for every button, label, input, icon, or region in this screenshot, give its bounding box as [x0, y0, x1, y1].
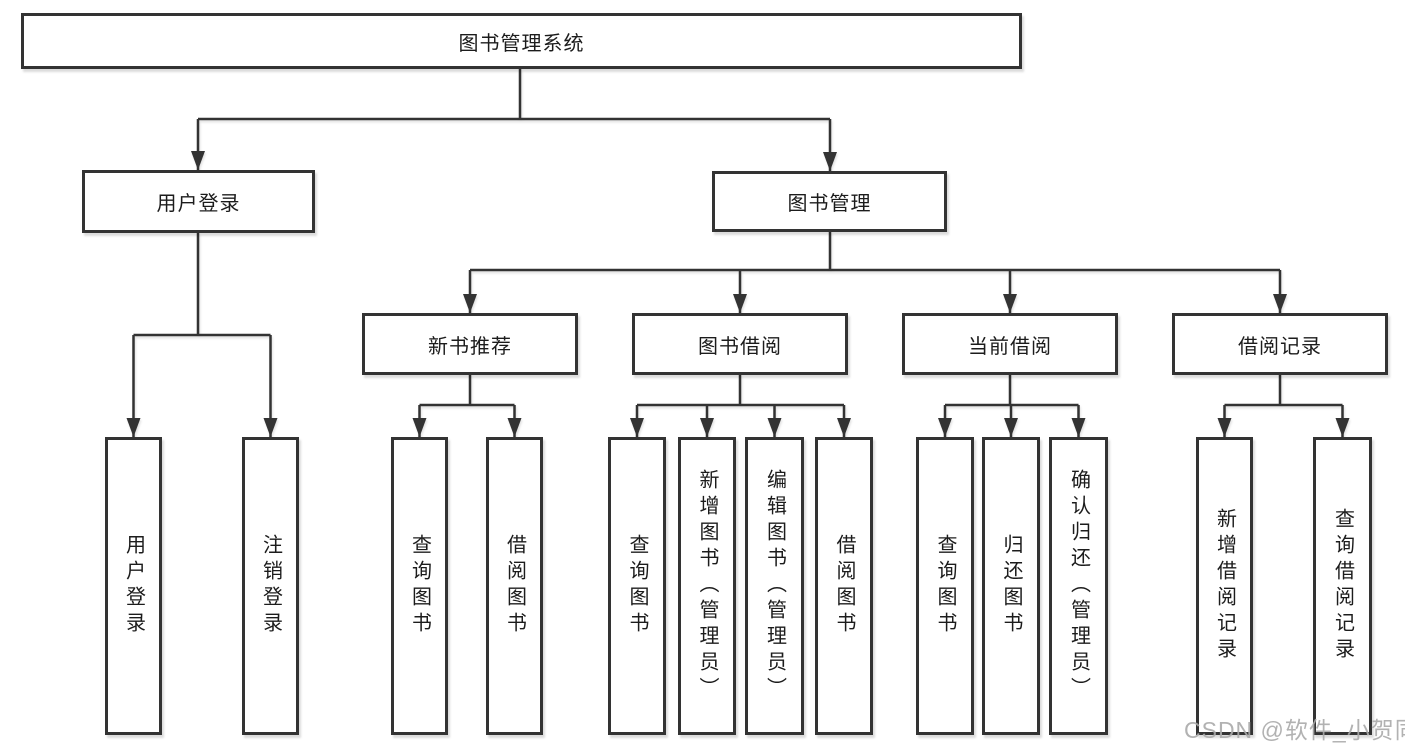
- arrowheads: [126, 151, 1350, 437]
- leaf-current-confirm-return-admin-label: 确认归还（管理员）: [1067, 469, 1090, 703]
- node-user-login: 用户登录: [82, 170, 315, 233]
- leaf-records-add-record: 新增借阅记录: [1196, 437, 1253, 735]
- leaf-recommend-query-books-label: 查询图书: [408, 534, 431, 638]
- leaf-records-query-record-label: 查询借阅记录: [1331, 508, 1354, 664]
- leaf-user-login-label: 用户登录: [122, 534, 145, 638]
- node-new-book-recommend: 新书推荐: [362, 313, 578, 375]
- leaf-recommend-borrow-books-label: 借阅图书: [503, 534, 526, 638]
- node-new-book-recommend-label: 新书推荐: [428, 335, 512, 358]
- leaf-records-add-record-label: 新增借阅记录: [1213, 508, 1236, 664]
- leaf-borrowing-add-books-admin: 新增图书（管理员）: [678, 437, 736, 735]
- node-root-label: 图书管理系统: [458, 32, 585, 55]
- leaf-current-return-books: 归还图书: [982, 437, 1040, 735]
- leaf-current-confirm-return-admin: 确认归还（管理员）: [1049, 437, 1108, 735]
- node-borrowing-records: 借阅记录: [1172, 313, 1388, 375]
- node-book-borrowing-label: 图书借阅: [698, 335, 782, 358]
- leaf-logout: 注销登录: [242, 437, 299, 735]
- node-book-management: 图书管理: [712, 171, 947, 232]
- node-current-borrowing-label: 当前借阅: [968, 335, 1052, 358]
- leaf-borrowing-add-books-admin-label: 新增图书（管理员）: [696, 469, 718, 703]
- node-borrowing-records-label: 借阅记录: [1238, 335, 1322, 358]
- node-root: 图书管理系统: [21, 13, 1022, 69]
- leaf-current-return-books-label: 归还图书: [1000, 534, 1022, 638]
- leaf-logout-label: 注销登录: [259, 534, 282, 638]
- node-book-management-label: 图书管理: [787, 193, 872, 215]
- leaf-borrowing-query-books-label: 查询图书: [626, 534, 648, 638]
- leaf-borrowing-edit-books-admin-label: 编辑图书（管理员）: [763, 469, 786, 703]
- node-current-borrowing: 当前借阅: [902, 313, 1118, 375]
- leaf-borrowing-query-books: 查询图书: [608, 437, 666, 735]
- leaf-current-query-books-label: 查询图书: [934, 534, 956, 638]
- leaf-borrowing-edit-books-admin: 编辑图书（管理员）: [745, 437, 804, 735]
- leaf-records-query-record: 查询借阅记录: [1313, 437, 1372, 735]
- leaf-current-query-books: 查询图书: [916, 437, 974, 735]
- leaf-borrowing-borrow-books-label: 借阅图书: [833, 534, 855, 638]
- watermark: CSDN @软件_小贺同学: [1184, 717, 1405, 743]
- leaf-borrowing-borrow-books: 借阅图书: [815, 437, 873, 735]
- node-user-login-label: 用户登录: [156, 193, 241, 215]
- leaf-user-login: 用户登录: [105, 437, 162, 735]
- leaf-recommend-query-books: 查询图书: [391, 437, 448, 735]
- leaf-recommend-borrow-books: 借阅图书: [486, 437, 543, 735]
- node-book-borrowing: 图书借阅: [632, 313, 848, 375]
